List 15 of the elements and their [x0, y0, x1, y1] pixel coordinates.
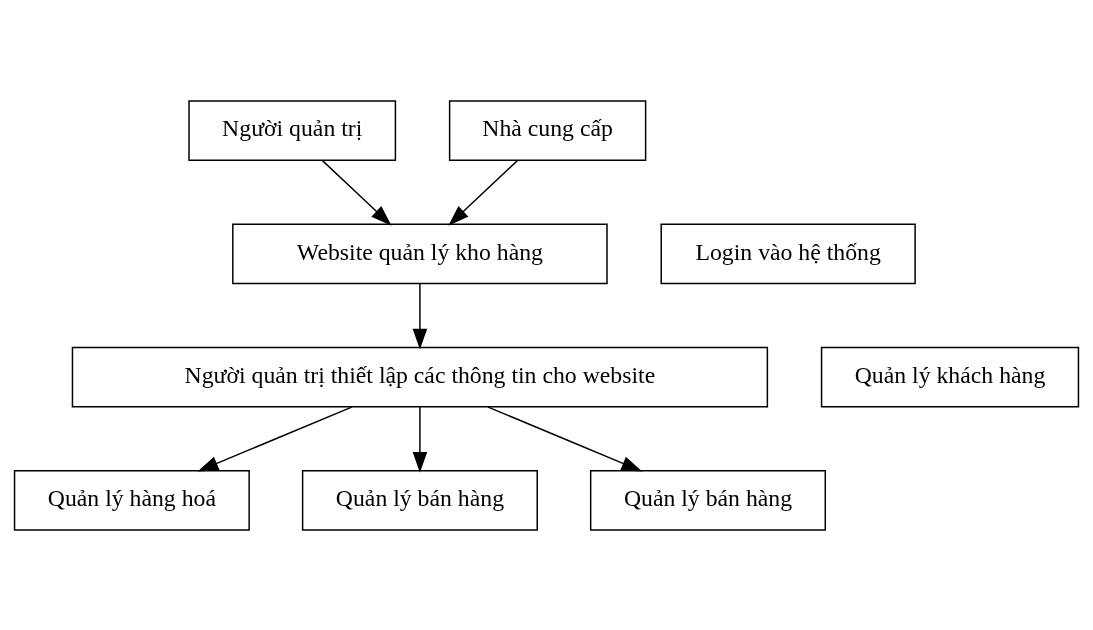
arrow — [412, 405, 428, 473]
arrow — [487, 405, 643, 471]
node-box: Quản lý bán hàng — [589, 469, 826, 531]
node-box: Website quản lý kho hàng — [232, 222, 608, 284]
node-box: Nhà cung cấp — [448, 99, 647, 161]
node-box: Quản lý khách hàng — [820, 346, 1080, 408]
node-box: Quản lý bán hàng — [301, 469, 538, 531]
arrow — [321, 159, 392, 226]
arrow — [412, 282, 428, 350]
arrow — [448, 159, 519, 226]
node-box: Quản lý hàng hoá — [13, 469, 250, 531]
arrow — [197, 405, 353, 471]
node-box: Người quản trị thiết lập các thông tin cho website — [71, 346, 769, 408]
node-box: Người quản trị — [188, 99, 397, 161]
node-box: Login vào hệ thống — [660, 222, 916, 284]
